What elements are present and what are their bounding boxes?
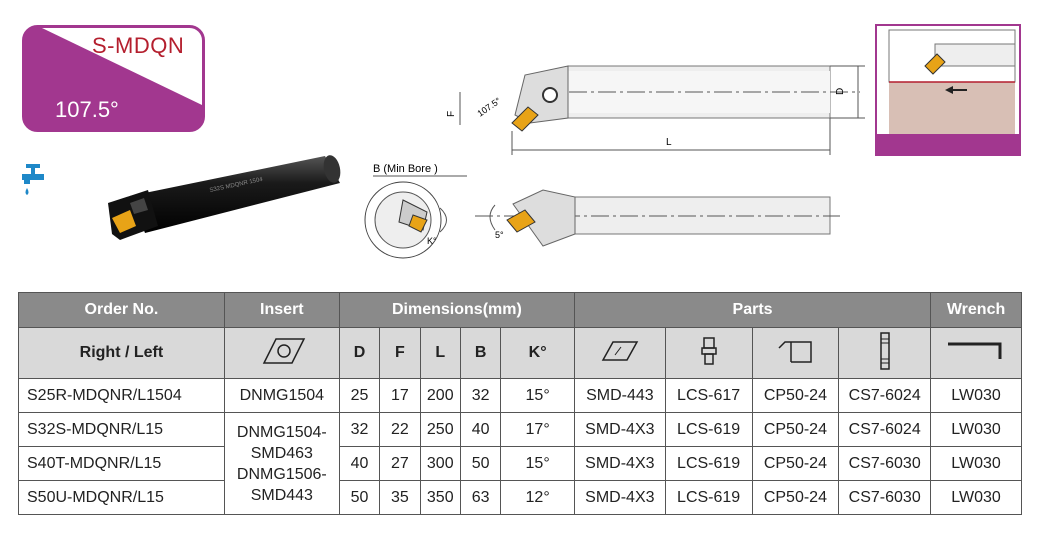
header-dimensions: Dimensions(mm) — [338, 292, 575, 328]
lever-cell: LCS-619 — [664, 446, 753, 481]
header-order-no: Order No. — [18, 292, 225, 328]
k-cell: 15° — [500, 446, 575, 481]
clamp-cell: CP50-24 — [751, 446, 840, 481]
approach-angle-label: 107.5° — [475, 95, 502, 118]
insert-line: SMD443 — [250, 486, 313, 504]
header-wrench: Wrench — [930, 292, 1022, 328]
subheader-f: F — [379, 327, 421, 379]
f-cell: 17 — [379, 378, 421, 413]
insert-group-cell: DNMG1504- SMD463 DNMG1506- SMD443 — [223, 412, 340, 515]
k-cell: 17° — [500, 412, 575, 447]
series-badge: S-MDQN 107.5° — [22, 25, 205, 132]
subheader-d: D — [338, 327, 381, 379]
order-no-cell: S32S-MDQNR/L15 — [18, 412, 225, 447]
order-no-cell: S25R-MDQNR/L1504 — [18, 378, 225, 413]
approach-angle: 107.5° — [55, 97, 119, 122]
wrench-cell: LW030 — [930, 480, 1022, 515]
clamp-cell: CP50-24 — [751, 412, 840, 447]
clamp-icon — [751, 327, 840, 379]
header-parts: Parts — [573, 292, 932, 328]
table-row: S50U-MDQNR/L15 50 35 350 63 12° SMD-4X3 … — [18, 480, 1022, 515]
header-insert: Insert — [223, 292, 340, 328]
order-no-cell: S50U-MDQNR/L15 — [18, 480, 225, 515]
boring-inset-illustration — [875, 24, 1021, 156]
side-view-drawing: D F 107.5° L — [446, 65, 865, 155]
table-row: S32S-MDQNR/L15 DNMG1504- SMD463 DNMG1506… — [18, 412, 1022, 515]
series-code: S-MDQN — [92, 33, 185, 58]
insert-line: DNMG1506- — [236, 465, 327, 483]
hex-wrench-icon — [930, 327, 1022, 379]
lever-screw-icon — [664, 327, 753, 379]
d-cell: 32 — [338, 412, 381, 447]
k-cell: 12° — [500, 480, 575, 515]
l-cell: 250 — [419, 412, 461, 447]
subheader-l: L — [419, 327, 461, 379]
f-cell: 35 — [379, 480, 421, 515]
bore-view-drawing: B (Min Bore ) K° 5° — [364, 163, 840, 259]
dim-d-label: D — [835, 88, 846, 95]
k-cell: 15° — [500, 378, 575, 413]
b-cell: 50 — [459, 446, 502, 481]
f-cell: 22 — [379, 412, 421, 447]
lever-cell: LCS-619 — [664, 480, 753, 515]
shim-cell: SMD-4X3 — [573, 446, 666, 481]
insert-line: SMD463 — [250, 444, 313, 462]
subheader-b: B — [459, 327, 502, 379]
insert-line: DNMG1504- — [236, 423, 327, 441]
screw-cell: CS7-6024 — [838, 412, 932, 447]
clamp-screw-icon — [838, 327, 932, 379]
wrench-cell: LW030 — [930, 378, 1022, 413]
badge-shape — [22, 25, 205, 132]
five-deg-label: 5° — [495, 230, 504, 240]
l-cell: 350 — [419, 480, 461, 515]
f-cell: 27 — [379, 446, 421, 481]
d-cell: 25 — [338, 378, 381, 413]
subheader-right-left: Right / Left — [18, 327, 225, 379]
l-cell: 200 — [419, 378, 461, 413]
table-row: S25R-MDQNR/L1504 DNMG1504 25 17 200 32 1… — [18, 378, 1022, 413]
d-cell: 50 — [338, 480, 381, 515]
d-cell: 40 — [338, 446, 381, 481]
l-cell: 300 — [419, 446, 461, 481]
tool-holder-photo: S32S MDQNR 1504 — [108, 155, 341, 240]
dim-f-label: F — [446, 111, 457, 117]
screw-cell: CS7-6024 — [838, 378, 932, 413]
subheader-k: K° — [500, 327, 575, 379]
min-bore-label: B (Min Bore ) — [373, 163, 438, 175]
screw-cell: CS7-6030 — [838, 480, 932, 515]
shim-cell: SMD-4X3 — [573, 412, 666, 447]
order-table: Order No. Insert Dimensions(mm) Parts Wr… — [18, 292, 1022, 515]
lever-cell: LCS-617 — [664, 378, 753, 413]
shim-icon — [573, 327, 666, 379]
wrench-cell: LW030 — [930, 446, 1022, 481]
clamp-cell: CP50-24 — [751, 480, 840, 515]
order-no-cell: S40T-MDQNR/L15 — [18, 446, 225, 481]
b-cell: 40 — [459, 412, 502, 447]
shim-cell: SMD-4X3 — [573, 480, 666, 515]
lever-cell: LCS-619 — [664, 412, 753, 447]
b-cell: 32 — [459, 378, 502, 413]
dim-l-label: L — [666, 137, 672, 148]
water-tap-icon — [22, 164, 44, 195]
wrench-cell: LW030 — [930, 412, 1022, 447]
table-row: S40T-MDQNR/L15 40 27 300 50 15° SMD-4X3 … — [18, 446, 1022, 481]
b-cell: 63 — [459, 480, 502, 515]
insert-diamond-icon — [223, 327, 340, 379]
shim-cell: SMD-443 — [573, 378, 666, 413]
insert-cell: DNMG1504 — [223, 378, 340, 413]
k-angle-label: K° — [427, 236, 437, 246]
screw-cell: CS7-6030 — [838, 446, 932, 481]
clamp-cell: CP50-24 — [751, 378, 840, 413]
